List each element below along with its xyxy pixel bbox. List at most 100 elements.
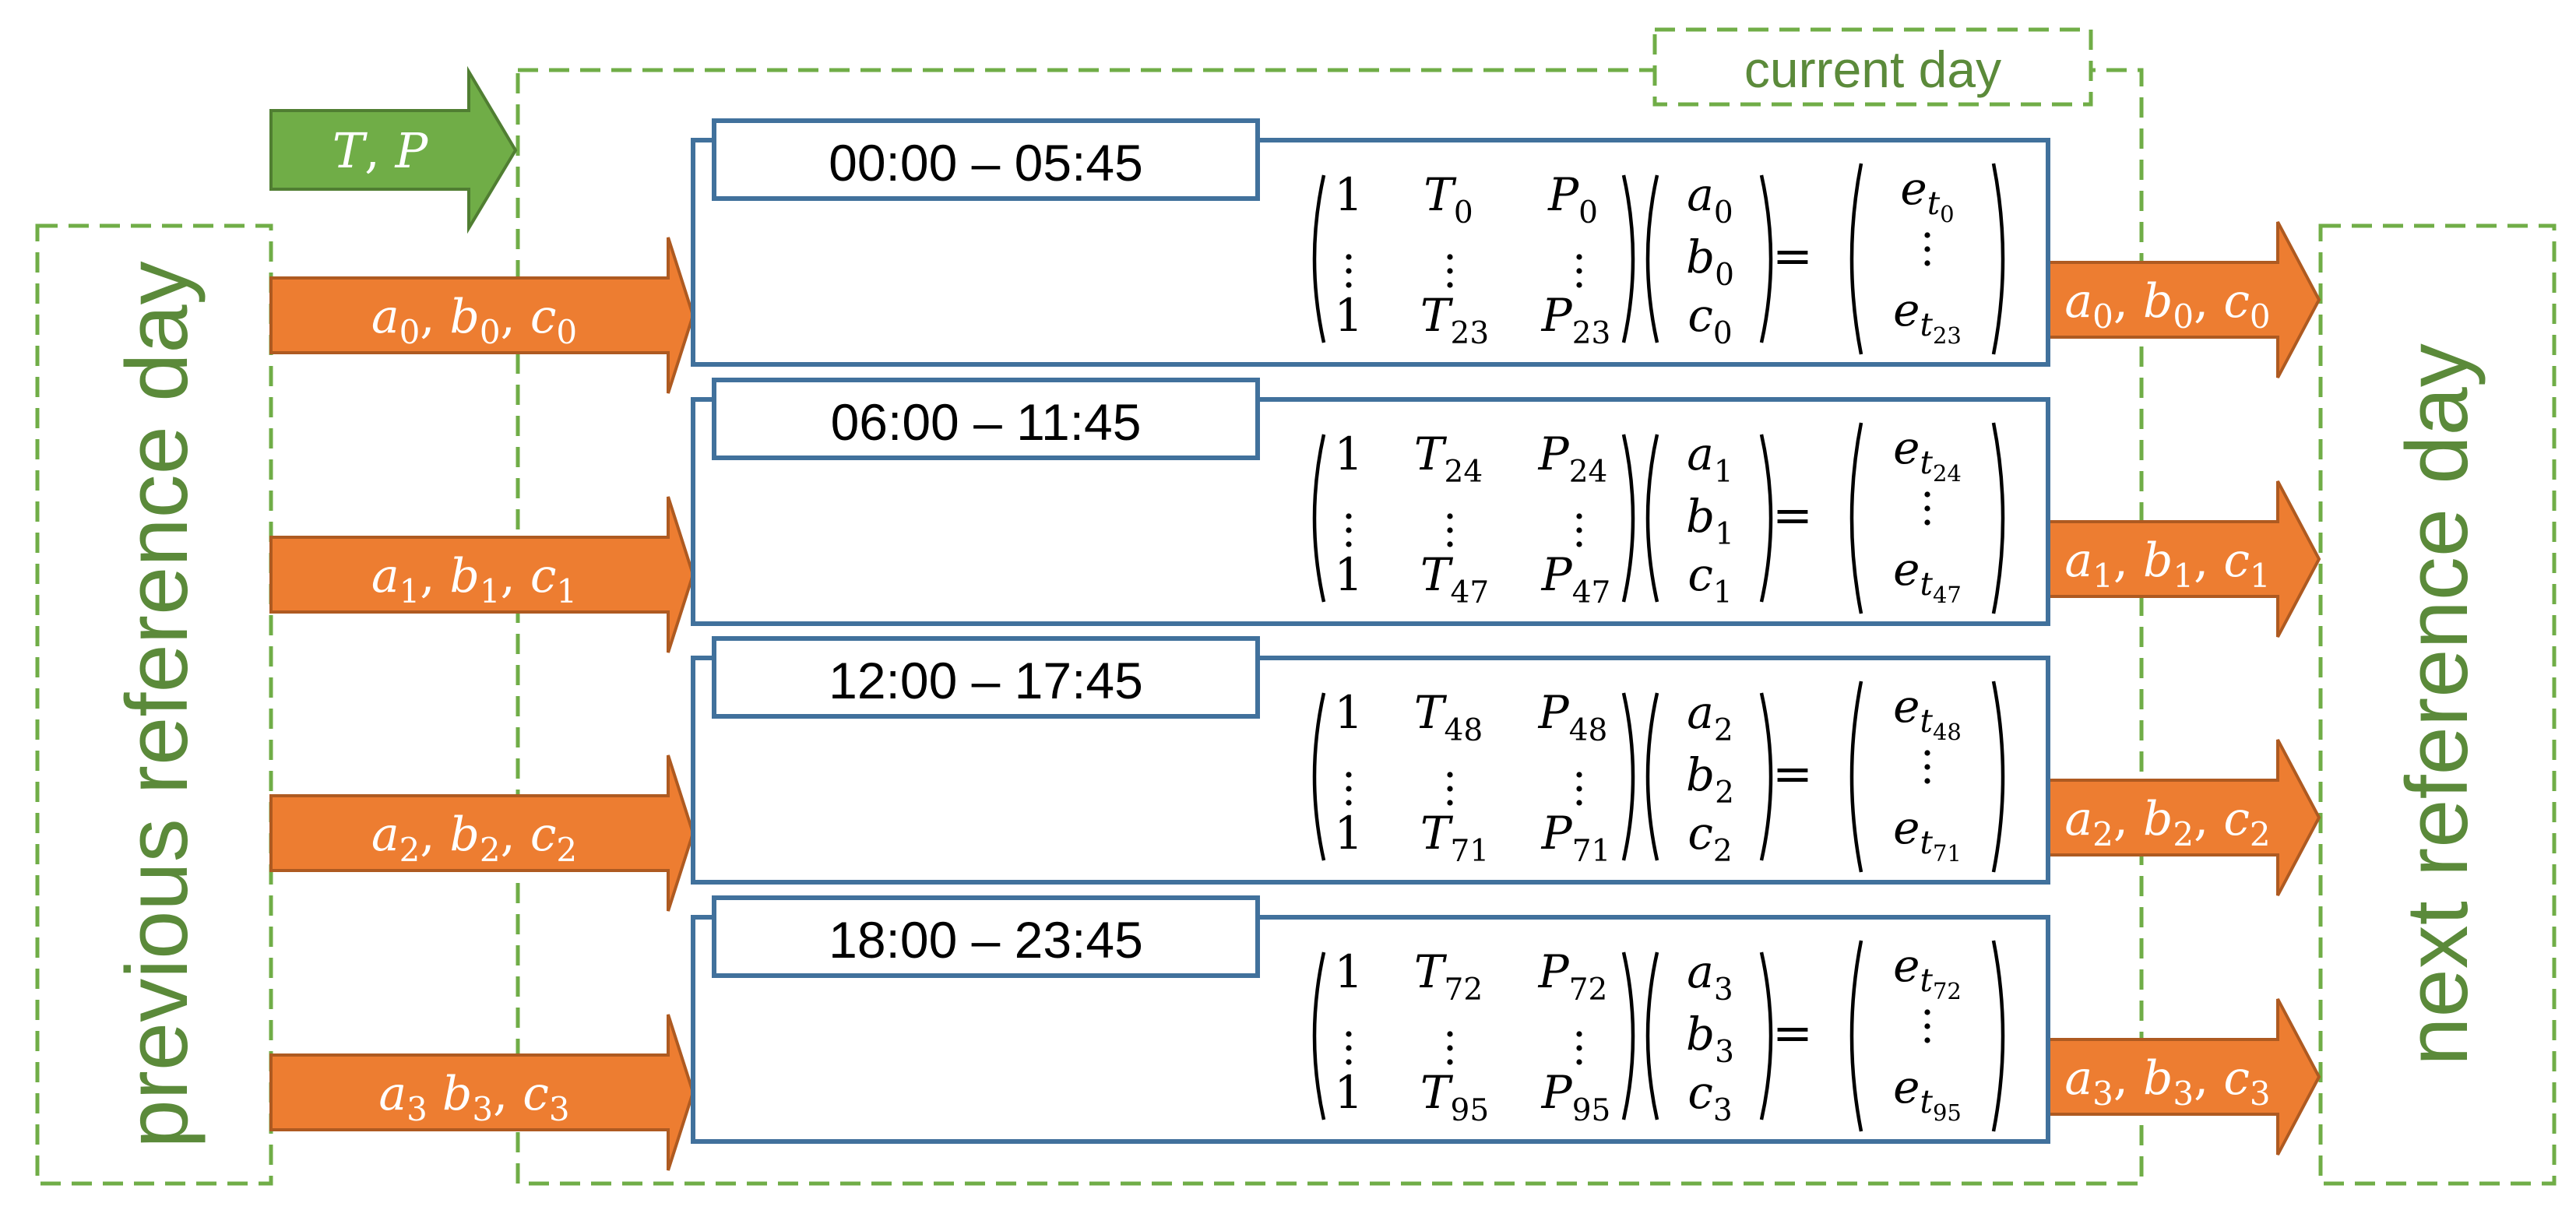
coef-c-1: c1 (1687, 548, 1732, 610)
input-arrow-label: T, P (333, 122, 429, 179)
matrix-p-last-0: P23 (1541, 289, 1611, 351)
time-label-box-2 (712, 636, 1260, 719)
equals-sign-0: = (1772, 227, 1813, 284)
input-coefficient-arrow-1-label: a1, b1, c1 (371, 549, 577, 610)
matrix-right-paren-0 (1621, 174, 1635, 343)
output-coefficient-arrow-1-label: a1, b1, c1 (2064, 533, 2270, 595)
output-coefficient-arrow-1 (2046, 480, 2321, 638)
time-label-0: 00:00 – 05:45 (829, 134, 1143, 192)
equals-sign-3: = (1772, 1004, 1813, 1061)
current-day-region (516, 68, 2144, 1186)
coef-right-paren-1 (1759, 434, 1773, 603)
result-right-paren-2 (1991, 681, 2005, 873)
result-e-first-0: et0 (1900, 162, 1954, 227)
coef-right-paren-2 (1759, 692, 1773, 861)
coef-b-2: b2 (1686, 748, 1734, 811)
matrix-t-last-3: T95 (1420, 1066, 1489, 1128)
matrix-t-first-0: T0 (1423, 168, 1473, 230)
result-e-first-1: et24 (1893, 421, 1962, 487)
coef-right-paren-3 (1759, 951, 1773, 1120)
result-e-last-0: et23 (1893, 283, 1962, 349)
matrix-left-paren-3 (1312, 951, 1326, 1120)
input-coefficient-arrow-0-label: a0, b0, c0 (371, 290, 577, 351)
matrix-vdots-3-2 (1576, 772, 1582, 806)
matrix-p-last-1: P47 (1541, 548, 1611, 610)
coef-c-3: c3 (1687, 1066, 1732, 1128)
result-e-first-2: et48 (1893, 680, 1962, 745)
next-reference-day-region (2318, 223, 2557, 1186)
matrix-t-first-2: T48 (1414, 686, 1483, 748)
time-label-box-0 (712, 118, 1260, 201)
result-left-paren-0 (1849, 163, 1863, 355)
equals-sign-1: = (1772, 487, 1813, 543)
output-coefficient-arrow-2 (2046, 739, 2321, 896)
coef-a-1: a1 (1687, 427, 1733, 490)
matrix-one-last-2: 1 (1335, 807, 1364, 860)
coef-left-paren-1 (1645, 434, 1659, 603)
matrix-t-first-3: T72 (1414, 945, 1483, 1008)
matrix-vdots-2-1 (1447, 513, 1453, 547)
result-vdots-1 (1924, 491, 1930, 526)
matrix-p-first-2: P48 (1538, 686, 1608, 748)
matrix-vdots-3-0 (1576, 254, 1582, 288)
matrix-t-last-0: T23 (1420, 289, 1489, 351)
coef-b-0: b0 (1686, 230, 1734, 293)
time-label-2: 12:00 – 17:45 (829, 652, 1143, 709)
coef-c-0: c0 (1687, 289, 1732, 351)
time-label-box-3 (712, 895, 1260, 978)
previous-reference-day-region (35, 223, 273, 1186)
time-label-box-1 (712, 378, 1260, 460)
matrix-t-last-1: T47 (1420, 548, 1489, 610)
result-right-paren-0 (1991, 163, 2005, 355)
matrix-vdots-3-1 (1576, 513, 1582, 547)
result-right-paren-3 (1991, 940, 2005, 1132)
result-left-paren-1 (1849, 422, 1863, 614)
coef-b-3: b3 (1686, 1008, 1734, 1070)
result-left-paren-2 (1849, 681, 1863, 873)
matrix-left-paren-1 (1312, 434, 1326, 603)
current-day-tab (1652, 27, 2093, 107)
matrix-p-first-3: P72 (1538, 945, 1608, 1008)
input-coefficient-arrow-3-label: a3 b3, c3 (378, 1067, 569, 1128)
matrix-vdots-2-0 (1447, 254, 1453, 288)
matrix-one-first-2: 1 (1335, 686, 1364, 739)
input-arrow-t-p (269, 65, 518, 234)
result-e-first-3: et72 (1893, 939, 1962, 1004)
matrix-t-first-1: T24 (1414, 427, 1483, 490)
matrix-p-last-3: P95 (1541, 1066, 1611, 1128)
current-day-label: current day (1744, 40, 2001, 98)
matrix-left-paren-0 (1312, 174, 1326, 343)
output-coefficient-arrow-3-label: a3, b3, c3 (2064, 1051, 2270, 1113)
coef-left-paren-0 (1645, 174, 1659, 343)
matrix-p-first-1: P24 (1538, 427, 1608, 490)
matrix-t-last-2: T71 (1420, 807, 1489, 869)
coef-b-1: b1 (1686, 490, 1734, 552)
coef-a-2: a2 (1687, 686, 1733, 748)
matrix-vdots-1-0 (1346, 254, 1352, 288)
result-right-paren-1 (1991, 422, 2005, 614)
input-coefficient-arrow-3 (269, 1014, 695, 1171)
result-vdots-3 (1924, 1009, 1930, 1043)
result-e-last-1: et47 (1893, 543, 1962, 608)
matrix-one-first-3: 1 (1335, 945, 1364, 998)
next-reference-day-label: next reference day (2388, 343, 2486, 1066)
matrix-right-paren-3 (1621, 951, 1635, 1120)
previous-reference-day-label: previous reference day (108, 261, 206, 1148)
matrix-right-paren-1 (1621, 434, 1635, 603)
matrix-one-last-0: 1 (1335, 289, 1364, 342)
output-coefficient-arrow-2-label: a2, b2, c2 (2064, 792, 2270, 853)
result-vdots-0 (1924, 232, 1930, 266)
result-e-last-2: et71 (1893, 801, 1962, 867)
coef-a-3: a3 (1687, 945, 1733, 1008)
matrix-vdots-1-1 (1346, 513, 1352, 547)
matrix-one-last-3: 1 (1335, 1066, 1364, 1119)
matrix-right-paren-2 (1621, 692, 1635, 861)
coef-left-paren-2 (1645, 692, 1659, 861)
